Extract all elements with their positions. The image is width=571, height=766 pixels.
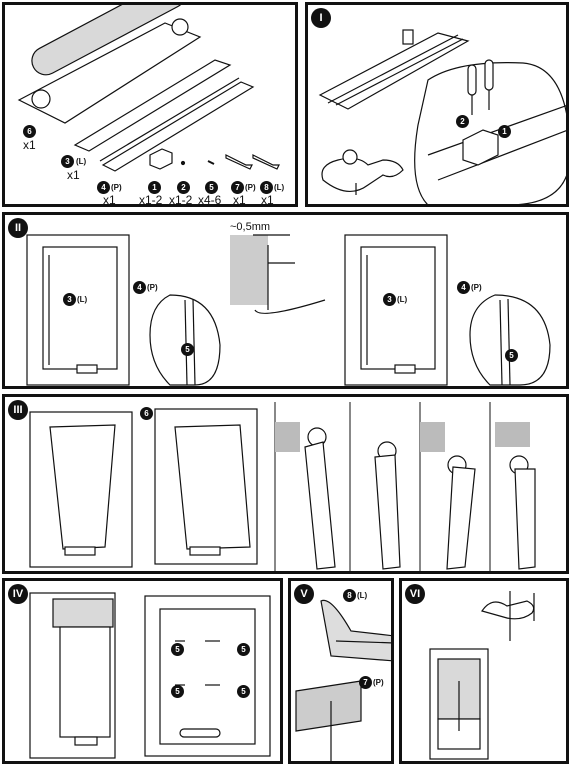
part-side-3: (L): [76, 157, 87, 166]
part-qty-4: x1: [103, 193, 116, 207]
part-badge-3: 3: [61, 155, 74, 168]
step-6-badge: VI: [405, 584, 425, 604]
part-badge-1-step1: 1: [498, 125, 511, 138]
part-badge-3-step2b: 3: [383, 293, 396, 306]
part-side-4-step2b: (P): [471, 283, 482, 292]
step-2-panel: II ~0,5mm 3: [2, 212, 569, 389]
step-6-panel: VI: [399, 578, 569, 764]
part-badge-4-step2a: 4: [133, 281, 146, 294]
part-side-3-step2a: (L): [77, 295, 88, 304]
step-3-badge: III: [8, 400, 28, 420]
step-5-badge: V: [294, 584, 314, 604]
step-5-panel: V 8 (L) 7 (P): [288, 578, 394, 764]
part-qty-7: x1: [233, 193, 246, 207]
step-6-drawing: [429, 591, 535, 760]
step-4-drawing: [29, 592, 271, 759]
step-5-drawing: [295, 599, 391, 761]
parts-drawing: [17, 5, 280, 172]
part-side-8: (L): [274, 183, 285, 192]
step-3-drawing: [29, 402, 536, 571]
part-badge-5-c: 5: [171, 685, 184, 698]
part-side-7-step5: (P): [373, 678, 384, 687]
part-badge-5-a: 5: [171, 643, 184, 656]
step-2-drawing: [26, 234, 551, 386]
part-badge-8-step5: 8: [343, 589, 356, 602]
step-1-badge: I: [311, 8, 331, 28]
part-side-3-step2b: (L): [397, 295, 408, 304]
part-qty-8: x1: [261, 193, 274, 207]
part-badge-7: 7: [231, 181, 244, 194]
part-badge-6: 6: [23, 125, 36, 138]
part-qty-3: x1: [67, 168, 80, 182]
part-badge-2: 2: [177, 181, 190, 194]
part-badge-5-step2a: 5: [181, 343, 194, 356]
part-badge-5-b: 5: [237, 643, 250, 656]
part-qty-1: x1-2: [139, 193, 163, 207]
gap-dimension: ~0,5mm: [230, 221, 271, 233]
step-4-badge: IV: [8, 584, 28, 604]
parts-panel: 6 x1 3 (L) x1 4 (P) x1 1 x1-2 2 x1-2 5 x…: [2, 2, 298, 207]
step-1-drawing: [318, 29, 566, 204]
step-1-panel: I 2 1: [305, 2, 569, 207]
part-badge-5-step2b: 5: [505, 349, 518, 362]
part-badge-5: 5: [205, 181, 218, 194]
part-badge-3-step2a: 3: [63, 293, 76, 306]
part-qty-2: x1-2: [169, 193, 193, 207]
part-badge-4-step2b: 4: [457, 281, 470, 294]
part-badge-4: 4: [97, 181, 110, 194]
step-3-panel: III 6: [2, 394, 569, 574]
step-4-panel: IV 5 5 5 5: [2, 578, 283, 764]
step-2-badge: II: [8, 218, 28, 238]
part-qty-5: x4-6: [198, 193, 222, 207]
part-qty-6: x1: [23, 138, 36, 152]
part-badge-7-step5: 7: [359, 676, 372, 689]
part-badge-1: 1: [148, 181, 161, 194]
part-badge-6-step3: 6: [140, 407, 153, 420]
part-badge-8: 8: [260, 181, 273, 194]
part-side-8-step5: (L): [357, 591, 368, 600]
part-side-4-step2a: (P): [147, 283, 158, 292]
part-badge-2-step1: 2: [456, 115, 469, 128]
part-badge-5-d: 5: [237, 685, 250, 698]
part-side-7: (P): [245, 183, 256, 192]
part-side-4: (P): [111, 183, 122, 192]
